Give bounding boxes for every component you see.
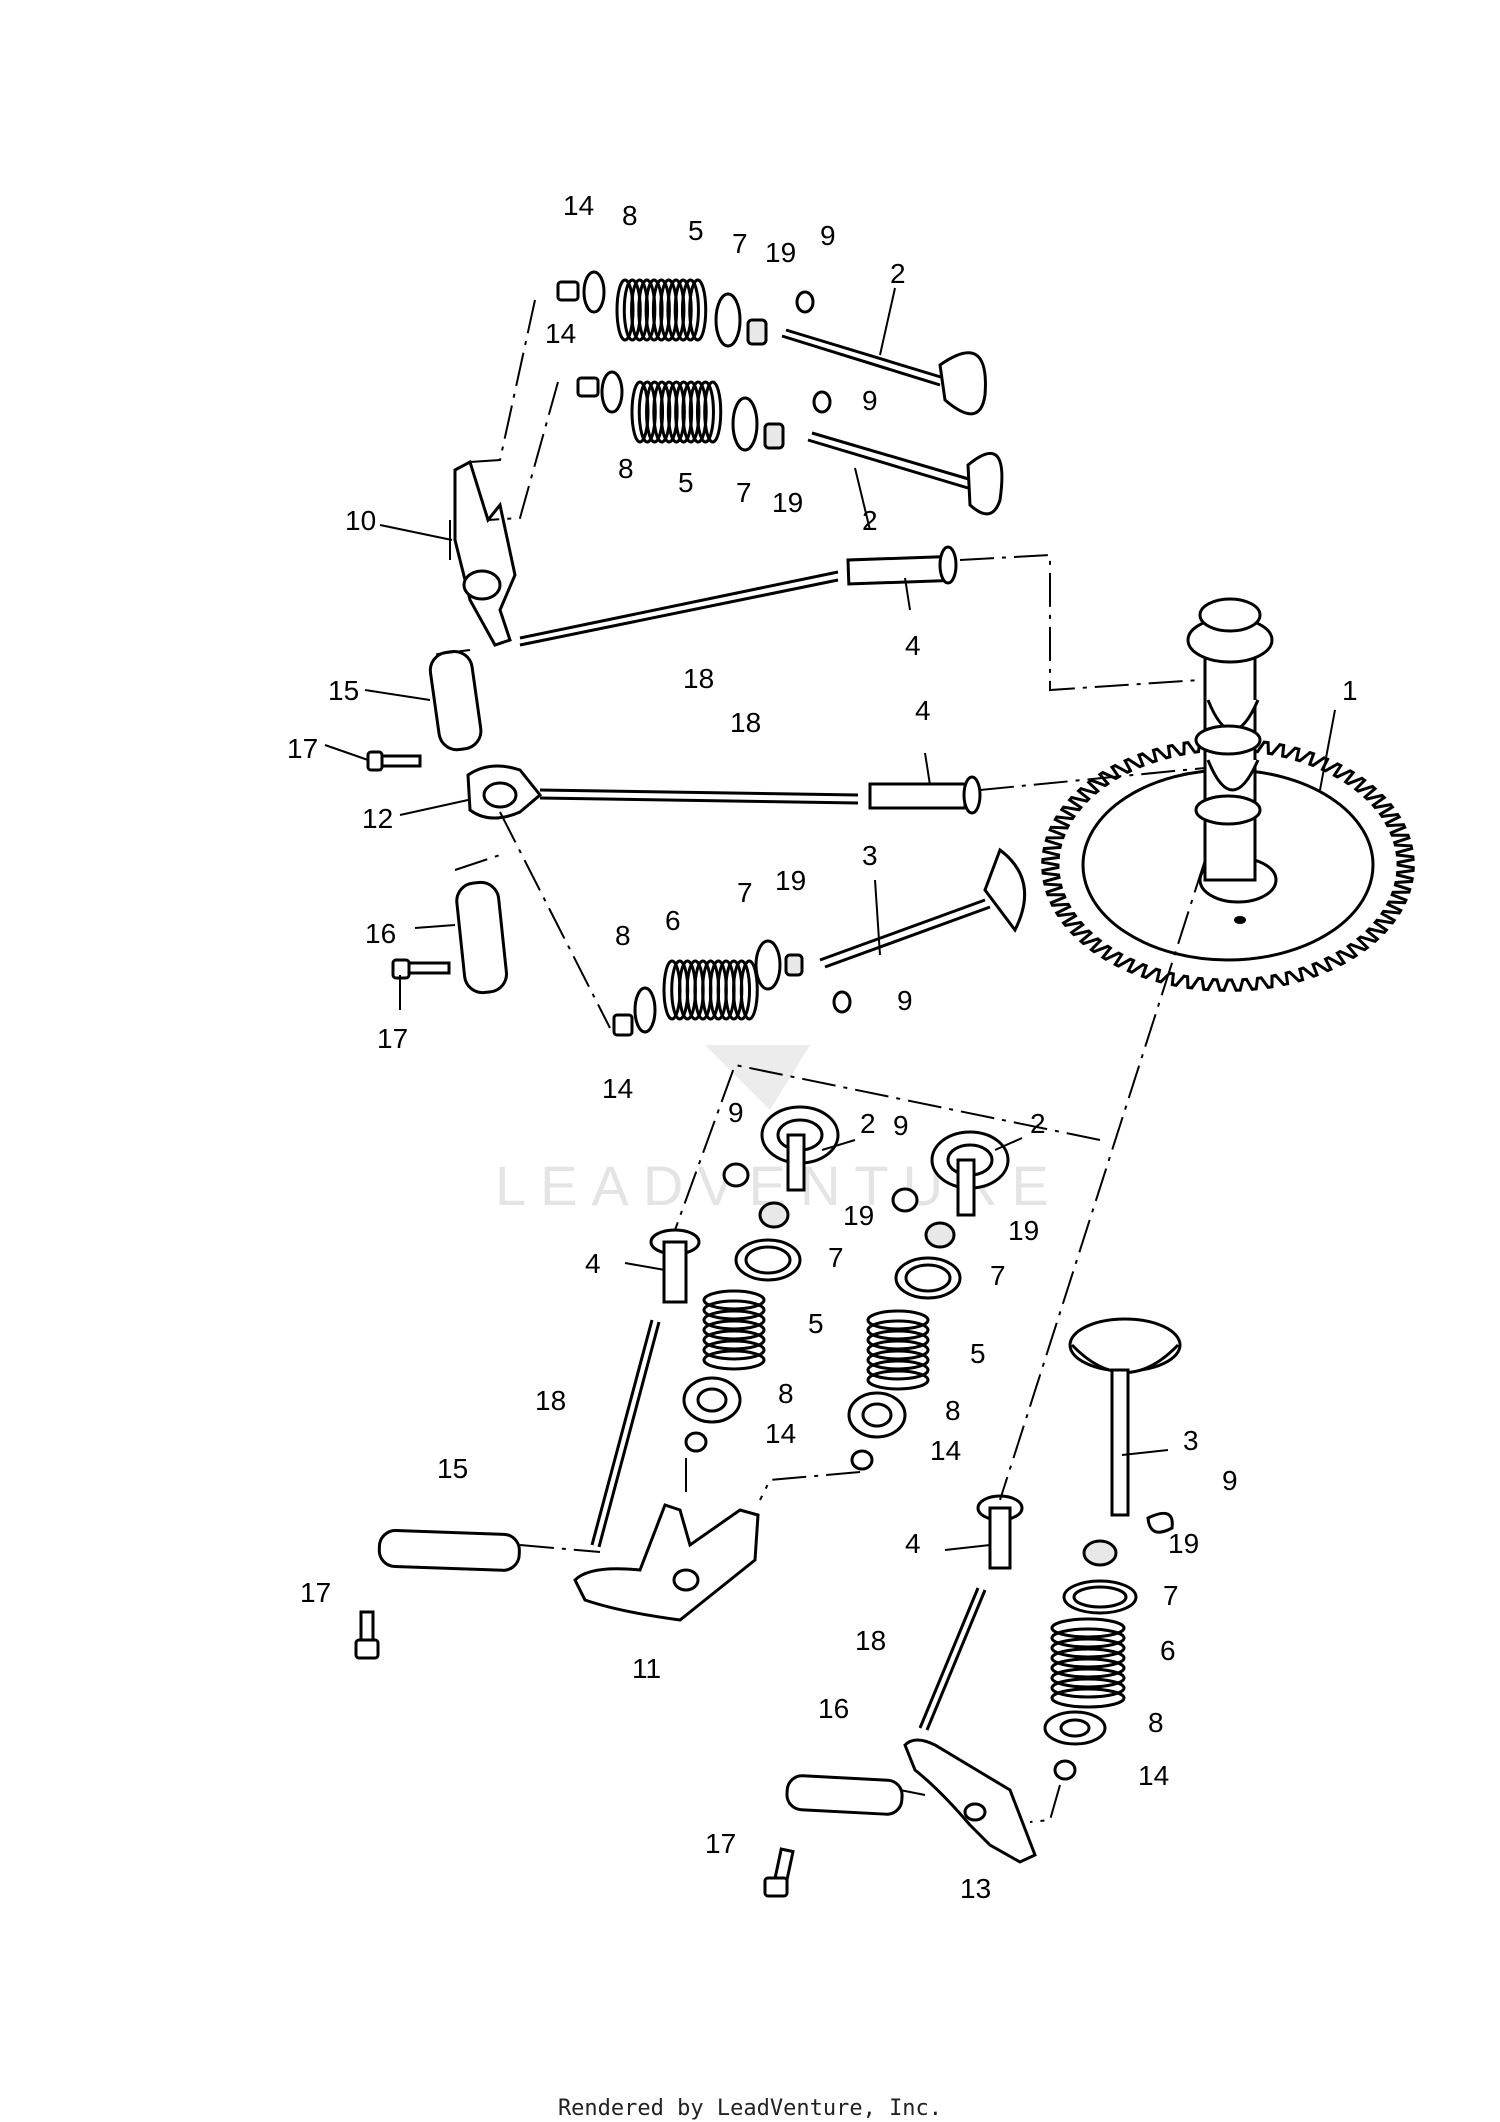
- callout-14-lower-left: 14: [765, 1418, 796, 1449]
- callout-7-lower-left: 7: [828, 1242, 844, 1273]
- pushrod-upper-2[interactable]: [539, 775, 982, 815]
- lower-valve-stack-right[interactable]: [847, 1130, 1010, 1471]
- lower-tappet-pushrod-right[interactable]: [918, 1494, 1024, 1731]
- leader-lines: [324, 287, 1336, 1823]
- callout-6-lower: 6: [1160, 1635, 1176, 1666]
- rocker-arm-13[interactable]: [903, 1738, 1037, 1864]
- callout-4-lower-left: 4: [585, 1248, 601, 1279]
- callout-1: 1: [1342, 675, 1358, 706]
- callout-7-lower-right: 7: [990, 1260, 1006, 1291]
- callout-3-lower: 3: [1183, 1425, 1199, 1456]
- rocker-shaft-16-upper[interactable]: [455, 880, 508, 995]
- upper-exhaust-valve-set[interactable]: [612, 847, 1027, 1037]
- callout-19-top: 19: [765, 237, 796, 268]
- callout-5-lower-right: 5: [970, 1338, 986, 1369]
- rocker-shaft-15-upper[interactable]: [428, 649, 483, 752]
- callout-17-upper: 17: [287, 733, 318, 764]
- callout-14-upper-exhaust: 14: [602, 1073, 633, 1104]
- camshaft-assembly[interactable]: [1041, 597, 1415, 992]
- callout-19-lower-right: 19: [1008, 1215, 1039, 1246]
- callout-14-lower-right: 14: [930, 1435, 961, 1466]
- callout-15-upper: 15: [328, 675, 359, 706]
- callout-7-second: 7: [736, 477, 752, 508]
- callout-8-top: 8: [622, 200, 638, 231]
- callout-18-upper: 18: [683, 663, 714, 694]
- callout-19-upper-exhaust: 19: [775, 865, 806, 896]
- callout-5-second: 5: [678, 467, 694, 498]
- callout-7-lower-exhaust: 7: [1163, 1580, 1179, 1611]
- callout-5-lower-left: 5: [808, 1308, 824, 1339]
- upper-valve-set-2[interactable]: [576, 370, 1004, 516]
- callout-2-lower-left: 2: [860, 1108, 876, 1139]
- callout-2-top: 2: [890, 258, 906, 289]
- rocker-arm-12[interactable]: [466, 764, 543, 820]
- callout-17-lower-left: 17: [300, 1577, 331, 1608]
- pushrod-upper-1[interactable]: [519, 545, 958, 647]
- callout-12: 12: [362, 803, 393, 834]
- lower-valve-stack-left[interactable]: [682, 1105, 840, 1453]
- callout-19-second: 19: [772, 487, 803, 518]
- callout-9-lower-right: 9: [893, 1110, 909, 1141]
- callout-labels: 1 2 2 2 2 3 3 4 4 4 4 5 5 5 5 6 6 7 7 7 …: [287, 190, 1358, 1904]
- callout-17-second: 17: [377, 1023, 408, 1054]
- callout-18-lower-right: 18: [855, 1625, 886, 1656]
- callout-8-lower-left: 8: [778, 1378, 794, 1409]
- callout-9-second: 9: [862, 385, 878, 416]
- callout-4-lower-right: 4: [905, 1528, 921, 1559]
- callout-16-lower: 16: [818, 1693, 849, 1724]
- callout-5-top: 5: [688, 215, 704, 246]
- callout-14-second: 14: [545, 318, 576, 349]
- footer-credit: Rendered by LeadVenture, Inc.: [557, 2096, 943, 2121]
- callout-8-upper-exhaust: 8: [615, 920, 631, 951]
- callout-13: 13: [960, 1873, 991, 1904]
- callout-9-lower-left: 9: [728, 1097, 744, 1128]
- callout-9-upper-exhaust: 9: [897, 985, 913, 1016]
- bolt-17-upper[interactable]: [366, 750, 422, 772]
- lower-tappet-pushrod-left[interactable]: [590, 1228, 701, 1548]
- callout-4-upper: 4: [905, 630, 921, 661]
- upper-valve-set-1[interactable]: [556, 270, 987, 416]
- callout-11: 11: [632, 1653, 661, 1684]
- callout-8-second: 8: [618, 453, 634, 484]
- callout-14-lower-exhaust: 14: [1138, 1760, 1169, 1791]
- rocker-shaft-15-lower[interactable]: [377, 1529, 521, 1572]
- callout-17-lower-right: 17: [705, 1828, 736, 1859]
- callout-8-lower-right: 8: [945, 1395, 961, 1426]
- bolt-17-second[interactable]: [391, 958, 451, 980]
- lower-exhaust-valve-set[interactable]: [1043, 1317, 1182, 1781]
- callout-18-second: 18: [730, 707, 761, 738]
- callout-6-upper: 6: [665, 905, 681, 936]
- callout-19-lower-left: 19: [843, 1200, 874, 1231]
- callout-7-top: 7: [732, 228, 748, 259]
- callout-10: 10: [345, 505, 376, 536]
- rocker-arm-11[interactable]: [573, 1503, 760, 1622]
- rocker-arm-10[interactable]: [453, 459, 517, 647]
- callout-14-top: 14: [563, 190, 594, 221]
- callout-15-lower: 15: [437, 1453, 468, 1484]
- callout-19-lower-exhaust: 19: [1168, 1528, 1199, 1559]
- bolt-17-lower-left[interactable]: [354, 1610, 380, 1660]
- callout-9-top: 9: [820, 220, 836, 251]
- callout-18-lower-left: 18: [535, 1385, 566, 1416]
- callout-9-lower-exhaust: 9: [1222, 1465, 1238, 1496]
- callout-2-lower-right: 2: [1030, 1108, 1046, 1139]
- callout-7-upper-exhaust: 7: [737, 877, 753, 908]
- callout-2-second: 2: [862, 505, 878, 536]
- callout-3-upper: 3: [862, 840, 878, 871]
- bolt-17-lower-right[interactable]: [763, 1847, 795, 1898]
- callout-8-lower-exhaust: 8: [1148, 1707, 1164, 1738]
- rocker-shaft-16-lower[interactable]: [785, 1774, 904, 1816]
- callout-4-second: 4: [915, 695, 931, 726]
- callout-16-upper: 16: [365, 918, 396, 949]
